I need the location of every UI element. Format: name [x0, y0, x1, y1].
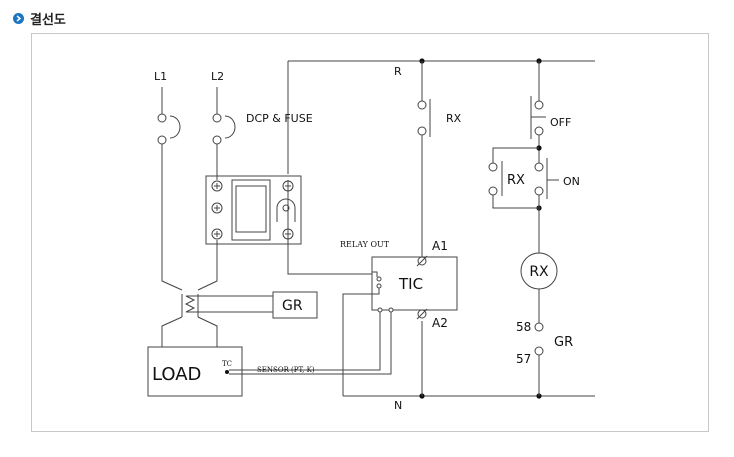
- rail-r: [287, 60, 595, 174]
- tc-point: [225, 370, 229, 374]
- wire: [197, 240, 218, 291]
- label-r: R: [394, 65, 402, 78]
- l2-label: L2: [211, 70, 224, 83]
- section-heading: 결선도: [13, 8, 66, 28]
- tic-label: TIC: [398, 275, 423, 293]
- wire: [287, 180, 372, 275]
- rx-contact: [417, 99, 431, 137]
- a2-label: A2: [432, 316, 448, 330]
- breaker-l2: [212, 113, 236, 145]
- current-transformer: [181, 294, 273, 317]
- diagram-frame: [31, 33, 709, 432]
- chevron-right-icon: [13, 12, 24, 24]
- terminal-a2: [416, 308, 428, 320]
- terminal-a1: [416, 255, 428, 267]
- sensor-cable: [229, 312, 392, 375]
- gr-contacts: [534, 322, 544, 356]
- tc-label: TC: [222, 360, 232, 368]
- on-switch: [534, 158, 559, 199]
- dcp-fuse-label: DCP & FUSE: [246, 112, 313, 125]
- rx-aux-contact: [488, 147, 539, 209]
- breaker-l1: [157, 113, 181, 145]
- wire: [161, 316, 183, 347]
- load-label: LOAD: [152, 364, 201, 385]
- rx-coil-label: RX: [529, 264, 549, 280]
- terminal-57-label: 57: [516, 352, 531, 366]
- sensor-label: SENSOR (PT, K): [257, 366, 315, 374]
- gr-right-label: GR: [554, 335, 573, 350]
- relay-out-label: RELAY OUT: [340, 240, 390, 249]
- label-n: N: [394, 399, 402, 412]
- rx-aux-label: RX: [507, 173, 525, 188]
- gr-box: [272, 291, 318, 319]
- wire: [197, 316, 218, 347]
- section-title: 결선도: [30, 12, 66, 28]
- a1-label: A1: [432, 239, 448, 253]
- tic-box: [371, 256, 458, 311]
- l1-label: L1: [154, 70, 167, 83]
- ssr-block: [205, 175, 302, 245]
- sensor-terminal: [388, 307, 394, 313]
- on-label: ON: [563, 175, 580, 188]
- sensor-terminal: [377, 307, 383, 313]
- off-switch: [530, 96, 546, 139]
- wire: [161, 144, 183, 291]
- gr-label: GR: [282, 298, 303, 314]
- off-label: OFF: [550, 116, 571, 129]
- terminal-58-label: 58: [516, 320, 531, 334]
- rx-contact-label: RX: [446, 112, 462, 125]
- relay-out-terminals: [342, 271, 382, 396]
